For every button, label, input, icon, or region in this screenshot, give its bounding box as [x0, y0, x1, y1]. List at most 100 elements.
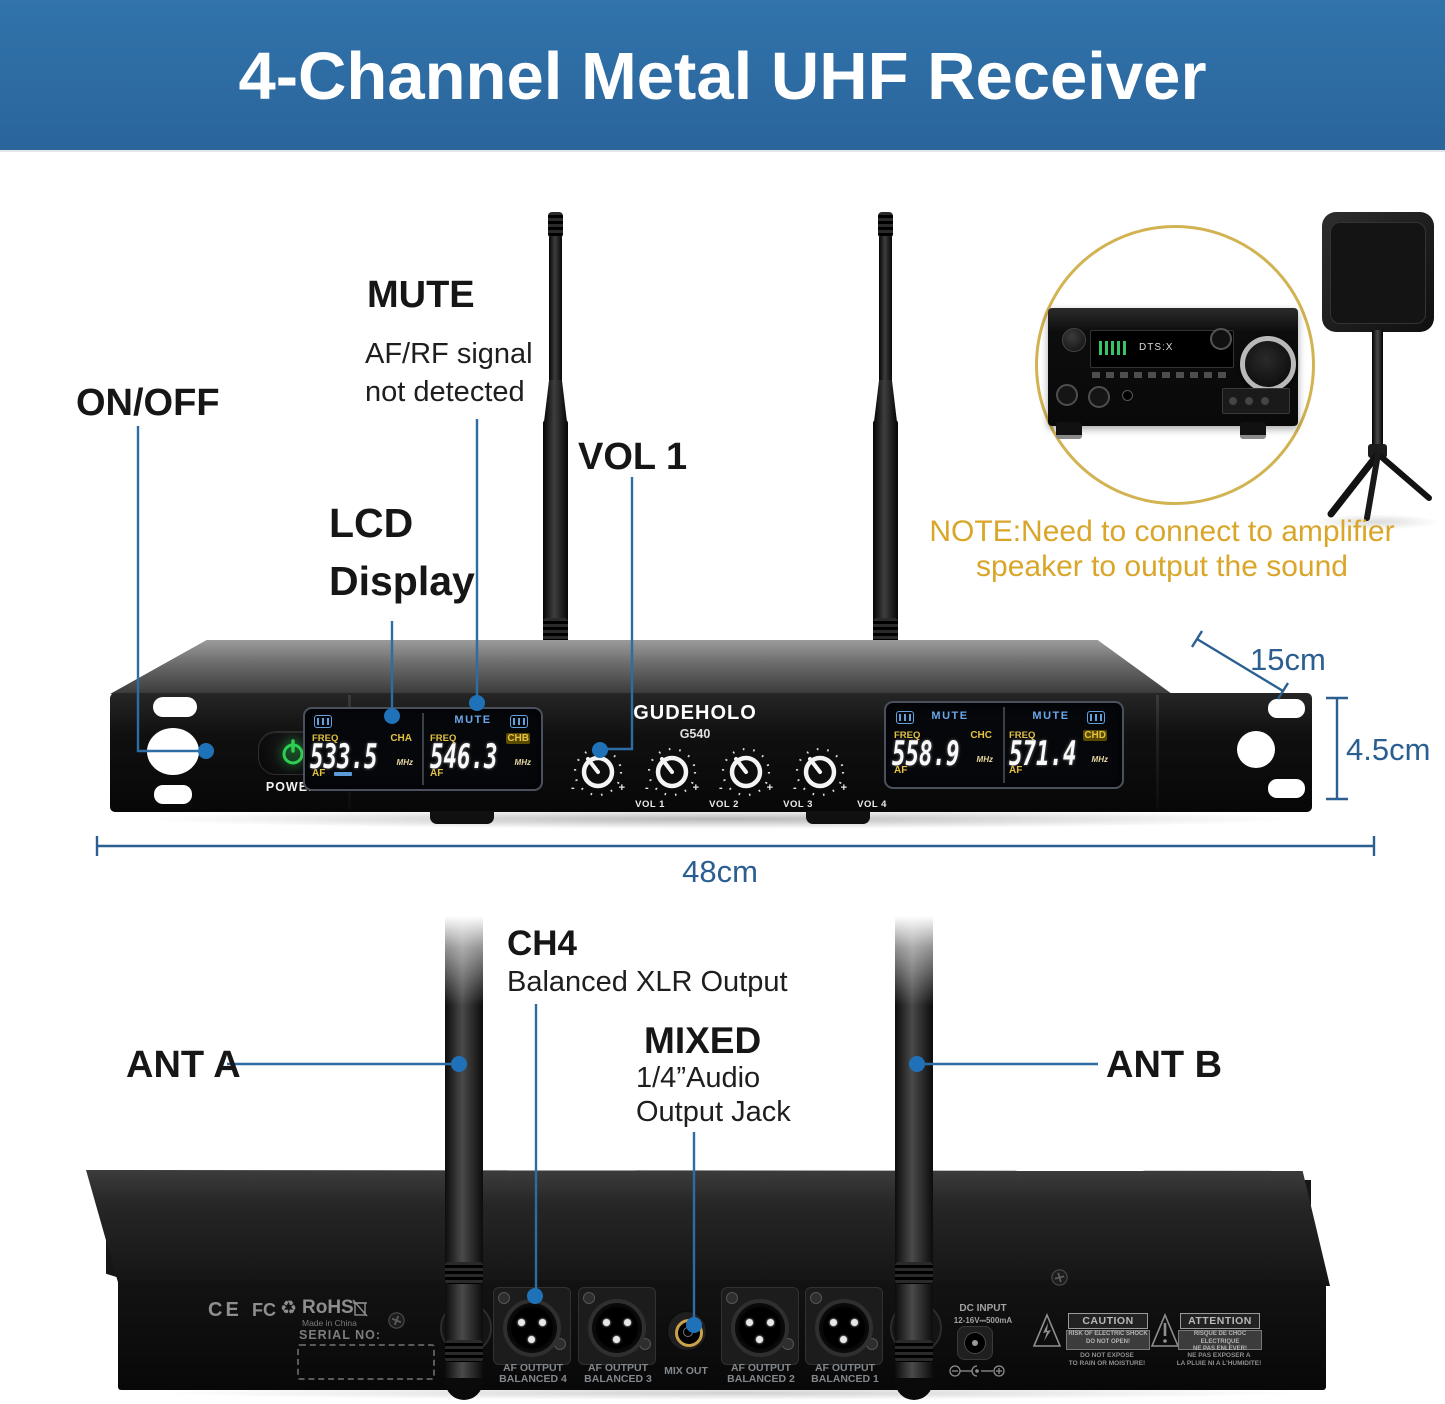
amplifier-note: NOTE:Need to connect to amplifier speake…: [898, 514, 1426, 584]
af-signal-bar: [334, 772, 352, 776]
amp-display-bars: [1099, 341, 1127, 355]
xlr-pin: [830, 1319, 837, 1326]
knob-label: VOL 2: [709, 799, 739, 810]
mixed-desc-line2: Output Jack: [636, 1096, 791, 1128]
af-label: AF: [1009, 765, 1023, 776]
dc-label-line1: DC INPUT: [959, 1303, 1007, 1314]
xlr-pin: [756, 1336, 763, 1343]
front-face-groove-right: [1156, 695, 1159, 810]
screw-icon: [498, 1292, 510, 1304]
antenna-status-icon: [510, 715, 528, 728]
screw-icon: [388, 1312, 405, 1329]
xlr-output-3[interactable]: [578, 1287, 656, 1365]
front-antenna-b-lower: [873, 420, 898, 648]
minus-label: -: [571, 782, 575, 794]
minus-label: -: [793, 782, 797, 794]
rack-hole: [1268, 699, 1305, 718]
xlr-output-4[interactable]: [493, 1287, 571, 1365]
caution-box-line2: DO NOT OPEN!: [1085, 1338, 1130, 1345]
knob-label: VOL 4: [857, 799, 887, 810]
amp-io-dot: [1261, 397, 1269, 405]
speaker-graphic: [1322, 212, 1434, 332]
minus-label: -: [645, 782, 649, 794]
antenna-ring: [445, 1262, 483, 1284]
caution-foot-line2: TO RAIN OR MOISTURE!: [1068, 1360, 1146, 1367]
antenna-status-icon: [314, 715, 332, 728]
knob-graphic: [573, 747, 623, 797]
xlr-pin: [840, 1336, 847, 1343]
screw-icon: [726, 1292, 738, 1304]
serial-label: SERIAL NO:: [299, 1328, 381, 1342]
screw-icon: [583, 1292, 595, 1304]
attention-header: ATTENTION: [1180, 1313, 1260, 1329]
rohs-mark: RoHS: [302, 1297, 354, 1318]
xlr-label-line2: BALANCED 3: [584, 1373, 652, 1385]
front-antenna-b-tip: [878, 212, 893, 238]
freq-label: FREQ: [1009, 730, 1036, 741]
freq-label: FREQ: [894, 730, 921, 741]
fcc-mark: FC: [252, 1300, 276, 1320]
amp-button-row: [1092, 372, 1232, 378]
caution-box: RISK OF ELECTRIC SHOCK DO NOT OPEN!: [1066, 1330, 1150, 1350]
dc-label-line2: 12-16V⎓500mA: [953, 1316, 1013, 1325]
lcd-channel-a: FREQ CHA 533.5 MHz AF: [306, 711, 418, 783]
vol4-knob[interactable]: - + VOL 4: [793, 746, 886, 810]
attention-foot-line1: NE PAS EXPOSER A: [1187, 1352, 1251, 1359]
rear-unit-shadow: [150, 1386, 1310, 1400]
mhz-label: MHz: [514, 758, 531, 767]
amp-knob: [1088, 386, 1110, 408]
xlr-label-line2: BALANCED 2: [727, 1373, 795, 1385]
made-in-label: Made in China: [302, 1318, 357, 1328]
banner: 4-Channel Metal UHF Receiver: [0, 0, 1445, 152]
amp-io-cluster: [1222, 388, 1290, 414]
amp-small-knob: [1062, 328, 1086, 352]
lcd-channel-b: MUTE FREQ CHB 546.3 MHz AF: [424, 711, 536, 783]
mute-desc-line2: not detected: [365, 376, 525, 408]
af-label: AF: [894, 765, 908, 776]
ce-mark: CE: [208, 1299, 242, 1321]
amp-display: DTS:X: [1090, 330, 1234, 368]
exclamation-triangle-icon: [1150, 1312, 1180, 1347]
plus-label: +: [692, 782, 699, 794]
rear-antenna-b: [894, 916, 934, 1400]
plus-label: +: [840, 782, 847, 794]
amp-foot: [1056, 422, 1082, 439]
recycle-icon: ♻: [280, 1298, 298, 1319]
speaker-stand-pole: [1372, 330, 1383, 452]
caution-header: CAUTION: [1068, 1313, 1148, 1329]
screw-icon: [810, 1292, 822, 1304]
vol2-knob[interactable]: - + VOL 2: [645, 746, 738, 810]
plus-label: +: [766, 782, 773, 794]
xlr-pin: [528, 1336, 535, 1343]
freq-label: FREQ: [430, 733, 457, 744]
knob-label: VOL 3: [783, 799, 813, 810]
antenna-cap: [895, 1378, 933, 1400]
mix-out-jack[interactable]: [667, 1311, 707, 1351]
knob-graphic: [795, 747, 845, 797]
xlr-output-1-label: AF OUTPUT BALANCED 1: [803, 1363, 887, 1385]
attention-foot-line2: LA PLUIE NI A L'HUMIDITE!: [1176, 1360, 1262, 1367]
xlr-output-4-label: AF OUTPUT BALANCED 4: [491, 1363, 575, 1385]
xlr-output-1[interactable]: [805, 1287, 883, 1365]
antenna-cap: [445, 1378, 483, 1400]
xlr-output-2-label: AF OUTPUT BALANCED 2: [719, 1363, 803, 1385]
xlr-pin: [603, 1319, 610, 1326]
dc-jack[interactable]: [957, 1326, 993, 1360]
power-icon: [282, 739, 304, 765]
mixed-label: MIXED: [644, 1020, 762, 1061]
xlr-output-2[interactable]: [721, 1287, 799, 1365]
ch4-desc: Balanced XLR Output: [507, 966, 788, 998]
front-antenna-a-taper: [544, 380, 567, 422]
mute-indicator: MUTE: [454, 714, 492, 726]
front-unit-shadow: [140, 809, 1300, 829]
xlr-pin: [539, 1319, 546, 1326]
vol3-knob[interactable]: - + VOL 3: [719, 746, 812, 810]
antenna-ring: [895, 1340, 933, 1362]
front-antenna-b-taper: [874, 380, 897, 422]
vol1-label: VOL 1: [578, 436, 688, 478]
mute-label: MUTE: [367, 274, 475, 316]
vol1-knob[interactable]: - + VOL 1: [571, 746, 664, 810]
front-antenna-a-upper: [549, 236, 562, 382]
antenna-ring: [445, 1340, 483, 1362]
model-name: G540: [679, 727, 711, 741]
